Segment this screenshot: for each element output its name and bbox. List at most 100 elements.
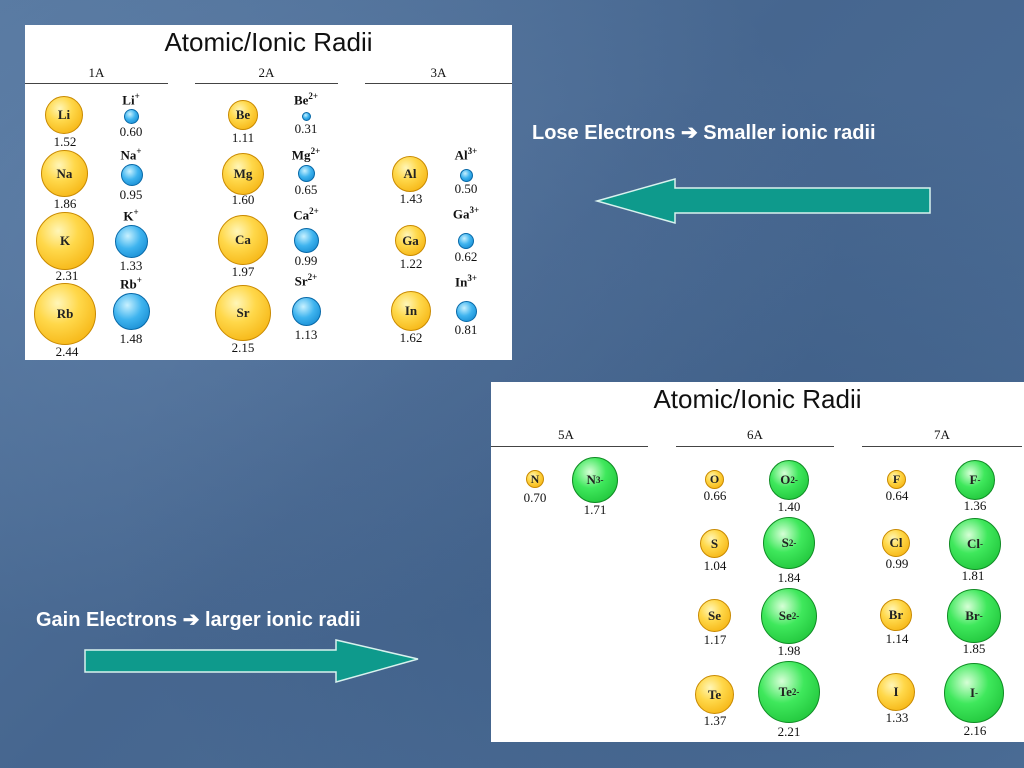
atom-sphere-mg: Mg xyxy=(222,153,264,195)
ion-sphere-al xyxy=(460,169,473,182)
ion-label-ca: Ca2+ xyxy=(293,206,319,223)
atom-sphere-te: Te xyxy=(695,675,734,714)
ion-radius-ca: 0.99 xyxy=(294,253,318,268)
ion-label-na: Na+ xyxy=(120,146,142,163)
group-header-2a: 2A xyxy=(258,65,275,80)
atom-sphere-i: I xyxy=(877,673,915,711)
atom-radius-se: 1.17 xyxy=(703,632,727,647)
atom-radius-te: 1.37 xyxy=(703,713,727,728)
atom-sphere-s: S xyxy=(700,529,729,558)
ion-radius-f: 1.36 xyxy=(963,498,987,513)
ion-label-in: In3+ xyxy=(455,273,477,290)
ion-sphere-i: I- xyxy=(944,663,1004,723)
group-divider xyxy=(676,446,834,447)
ion-label-al: Al3+ xyxy=(454,146,478,163)
atom-sphere-rb: Rb xyxy=(34,283,96,345)
group-header-7a: 7A xyxy=(934,427,950,442)
ion-radius-ga: 0.62 xyxy=(454,249,478,264)
ion-radius-rb: 1.48 xyxy=(119,331,143,346)
right-arrow-glyph: ➔ xyxy=(182,609,200,631)
atom-radius-mg: 1.60 xyxy=(231,192,255,207)
ion-radius-mg: 0.65 xyxy=(294,182,318,197)
ion-radius-te: 2.21 xyxy=(777,724,801,739)
atom-radius-sr: 2.15 xyxy=(231,340,255,355)
ion-sphere-li xyxy=(124,109,139,124)
ion-radius-li: 0.60 xyxy=(119,124,143,139)
ion-label-ga: Ga3+ xyxy=(452,205,480,222)
ion-sphere-mg xyxy=(298,165,315,182)
ion-sphere-br: Br- xyxy=(947,589,1001,643)
atom-radius-cl: 0.99 xyxy=(885,556,909,571)
ion-radius-cl: 1.81 xyxy=(961,568,985,583)
atom-radius-rb: 2.44 xyxy=(55,344,79,359)
group-divider xyxy=(25,83,168,84)
ion-radius-s: 1.84 xyxy=(777,570,801,585)
atom-radius-be: 1.11 xyxy=(231,130,255,145)
ion-sphere-ca xyxy=(294,228,319,253)
atom-radius-na: 1.86 xyxy=(53,196,77,211)
atom-sphere-se: Se xyxy=(698,599,731,632)
group-divider xyxy=(491,446,648,447)
ion-radius-o: 1.40 xyxy=(777,499,801,514)
ion-radius-sr: 1.13 xyxy=(294,327,318,342)
atom-radius-f: 0.64 xyxy=(885,488,909,503)
ion-label-rb: Rb+ xyxy=(120,275,142,292)
right-arrow-icon xyxy=(84,639,419,683)
atom-sphere-ga: Ga xyxy=(395,225,426,256)
lose-electrons-caption: Lose Electrons ➔ Smaller ionic radii xyxy=(532,122,876,144)
atom-radius-s: 1.04 xyxy=(703,558,727,573)
atom-radius-i: 1.33 xyxy=(885,710,909,725)
atom-sphere-be: Be xyxy=(228,100,258,130)
atom-radius-o: 0.66 xyxy=(703,488,727,503)
atom-radius-li: 1.52 xyxy=(53,134,77,149)
ion-radius-se: 1.98 xyxy=(777,643,801,658)
group-divider xyxy=(195,83,338,84)
atom-radius-n: 0.70 xyxy=(523,490,547,505)
atom-radius-ca: 1.97 xyxy=(231,264,255,279)
panel-title: Atomic/Ionic Radii xyxy=(164,27,373,57)
ion-radius-in: 0.81 xyxy=(454,322,478,337)
atom-sphere-in: In xyxy=(391,291,431,331)
atom-sphere-cl: Cl xyxy=(882,529,910,557)
ion-sphere-cl: Cl- xyxy=(949,518,1001,570)
atom-sphere-sr: Sr xyxy=(215,285,271,341)
ion-sphere-na xyxy=(121,164,143,186)
ion-sphere-in xyxy=(456,301,477,322)
ion-label-li: Li+ xyxy=(122,91,140,108)
atom-sphere-k: K xyxy=(36,212,94,270)
group-header-6a: 6A xyxy=(747,427,763,442)
atom-radius-ga: 1.22 xyxy=(399,256,423,271)
ion-label-sr: Sr2+ xyxy=(294,272,318,289)
ion-sphere-rb xyxy=(113,293,150,330)
group-header-5a: 5A xyxy=(558,427,574,442)
ion-radius-k: 1.33 xyxy=(119,258,143,273)
ion-radius-br: 1.85 xyxy=(962,641,986,656)
ion-radius-i: 2.16 xyxy=(963,723,987,738)
ion-radius-al: 0.50 xyxy=(454,181,478,196)
ion-label-be: Be2+ xyxy=(293,91,319,108)
atom-sphere-li: Li xyxy=(45,96,83,134)
atom-sphere-f: F xyxy=(887,470,906,489)
gain-electrons-caption: Gain Electrons ➔ larger ionic radii xyxy=(36,609,361,631)
radii-panel-metals: Atomic/Ionic Radii 1A 2A 3A Li 1.52 Na 1… xyxy=(25,25,512,360)
atom-sphere-ca: Ca xyxy=(218,215,268,265)
ion-radius-n: 1.71 xyxy=(583,502,607,517)
atom-sphere-n: N xyxy=(526,470,544,488)
atom-radius-k: 2.31 xyxy=(55,268,79,283)
atom-radius-al: 1.43 xyxy=(399,191,423,206)
panel-title: Atomic/Ionic Radii xyxy=(653,384,862,414)
ion-label-mg: Mg2+ xyxy=(291,146,321,163)
group-header-3a: 3A xyxy=(430,65,447,80)
ion-sphere-k xyxy=(115,225,148,258)
ion-radius-be: 0.31 xyxy=(294,121,318,136)
ion-sphere-ga xyxy=(458,233,474,249)
ion-radius-na: 0.95 xyxy=(119,187,143,202)
left-arrow-icon xyxy=(594,178,931,224)
ion-sphere-f: F- xyxy=(955,460,995,500)
atom-sphere-o: O xyxy=(705,470,724,489)
